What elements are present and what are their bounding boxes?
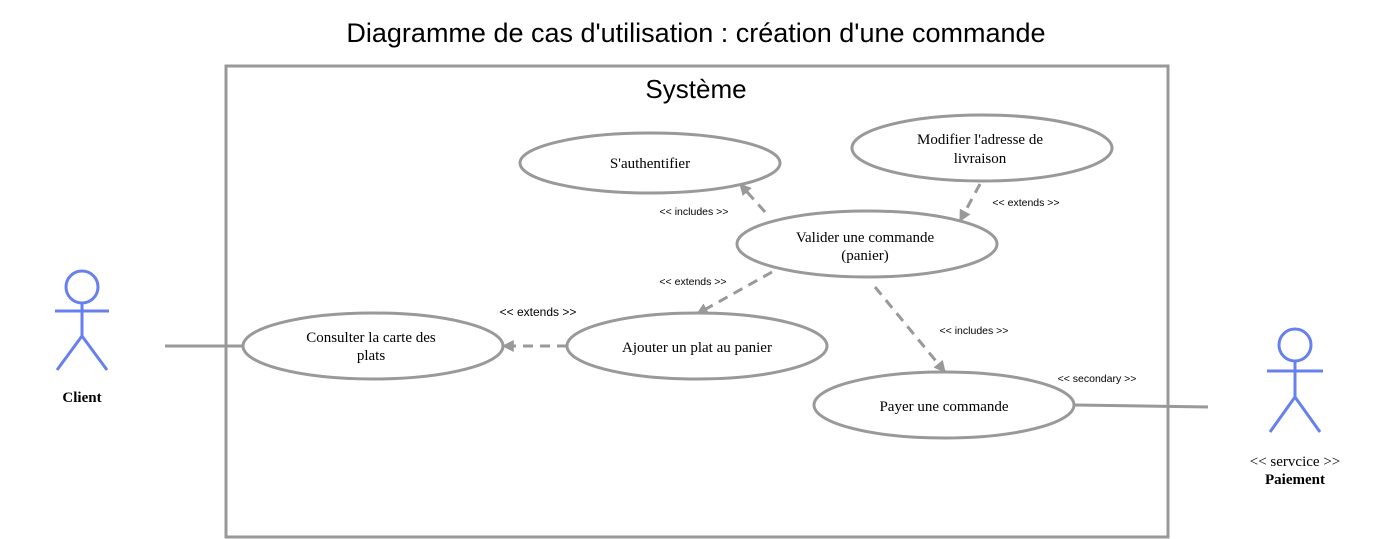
use-case-ajouter-plat-label: Ajouter un plat au panier — [622, 340, 772, 356]
use-case-valider-commande-label-1: Valider une commande — [796, 230, 935, 246]
label-modifier-extends-valider: << extends >> — [992, 197, 1059, 209]
system-boundary — [224, 64, 1170, 539]
use-case-modifier-adresse-label-1: Modifier l'adresse de — [917, 132, 1043, 148]
association-payer-paiement — [1074, 403, 1209, 409]
use-case-ajouter-plat-shape — [565, 311, 829, 381]
label-paiement-secondary: << secondary >> — [1058, 373, 1137, 385]
actor-client-label: Client — [62, 390, 101, 406]
label-valider-extends-ajouter: << extends >> — [659, 276, 726, 288]
diagram-title: Diagramme de cas d'utilisation : créatio… — [346, 18, 1045, 48]
actor-paiement-stereotype: << servcice >> — [1250, 454, 1340, 470]
actor-paiement-leg-left — [1268, 396, 1297, 433]
relation-valider-includes-auth — [738, 183, 767, 213]
use-case-valider-commande-shape — [735, 209, 999, 279]
relation-valider-extends-ajouter — [695, 270, 773, 316]
use-case-valider-commande[interactable]: Valider une commande (panier) — [735, 209, 999, 279]
use-case-consulter-carte[interactable]: Consulter la carte des plats — [241, 311, 505, 381]
relation-modifier-extends-valider — [958, 183, 982, 223]
use-case-modifier-adresse[interactable]: Modifier l'adresse de livraison — [850, 113, 1114, 183]
actor-client[interactable]: Client — [55, 269, 109, 406]
use-case-payer-commande-shape — [812, 370, 1076, 440]
actor-paiement[interactable]: << servcice >> Paiement — [1250, 327, 1340, 488]
use-case-consulter-carte-label-2: plats — [357, 348, 385, 364]
actor-client-head — [64, 269, 100, 305]
actor-paiement-leg-right — [1293, 396, 1322, 433]
use-case-authentifier-label: S'authentifier — [610, 156, 690, 172]
use-case-consulter-carte-label-1: Consulter la carte des — [306, 330, 436, 346]
use-case-consulter-carte-shape — [241, 311, 505, 381]
use-case-authentifier-shape — [518, 131, 782, 195]
label-valider-includes-payer: << includes >> — [940, 325, 1009, 337]
use-case-payer-commande-label: Payer une commande — [879, 399, 1008, 415]
use-case-modifier-adresse-label-2: livraison — [954, 151, 1007, 167]
label-valider-includes-auth: << includes >> — [660, 206, 729, 218]
actor-client-leg-left — [55, 335, 84, 371]
label-ajouter-extends-consulter: << extends >> — [500, 305, 577, 319]
system-label: Système — [645, 74, 746, 104]
use-case-payer-commande[interactable]: Payer une commande — [812, 370, 1076, 440]
use-case-ajouter-plat[interactable]: Ajouter un plat au panier — [565, 311, 829, 381]
actor-paiement-head — [1277, 327, 1313, 363]
relation-valider-includes-payer — [873, 286, 947, 373]
use-case-authentifier[interactable]: S'authentifier — [518, 131, 782, 195]
actor-client-leg-right — [80, 335, 109, 371]
use-case-modifier-adresse-shape — [850, 113, 1114, 183]
actor-paiement-label: Paiement — [1265, 472, 1325, 488]
use-case-valider-commande-label-2: (panier) — [841, 248, 888, 264]
